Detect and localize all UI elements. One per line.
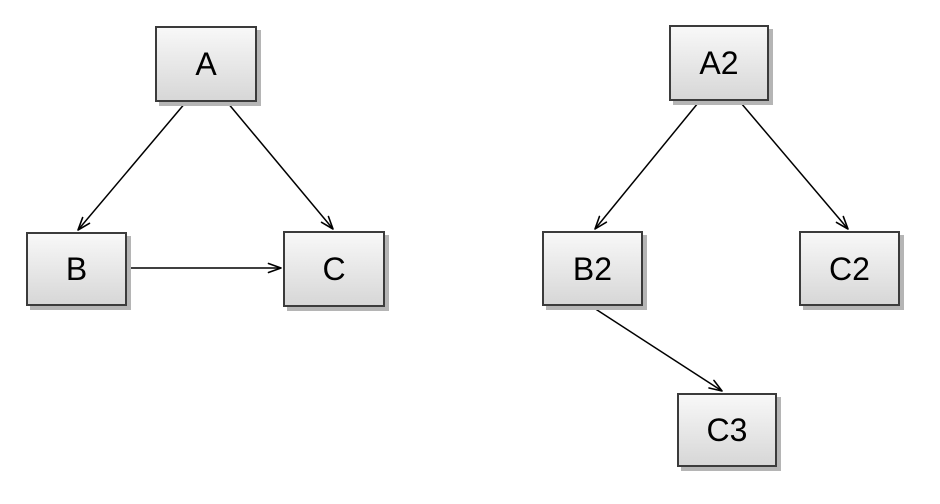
node-A: A (155, 26, 257, 102)
edge-A2-to-C2 (740, 102, 849, 230)
node-label: C3 (706, 412, 748, 448)
node-C3: C3 (677, 393, 777, 467)
edge-A-to-C (226, 101, 334, 230)
node-label: A2 (699, 45, 739, 81)
node-C: C (283, 231, 385, 307)
edge-B2-to-C3 (593, 307, 723, 392)
node-label: A (195, 46, 217, 82)
node-B2: B2 (542, 231, 643, 306)
node-B: B (26, 232, 127, 306)
node-A2: A2 (669, 25, 769, 101)
node-label: C2 (829, 250, 870, 287)
edge-A-to-B (77, 101, 187, 231)
node-label: B2 (572, 250, 613, 287)
edge-A2-to-B2 (594, 102, 699, 230)
node-label: C (322, 251, 346, 287)
node-C2: C2 (799, 231, 900, 306)
node-label: B (65, 251, 88, 287)
